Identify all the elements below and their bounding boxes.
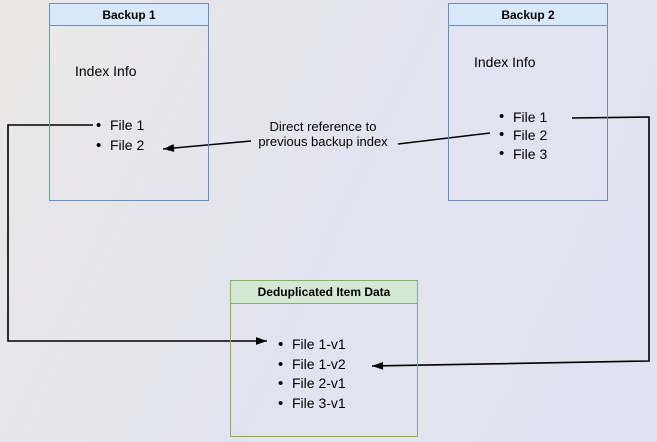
dedup-file-item: File 2-v1 (278, 374, 346, 394)
dedup-file-item: File 1-v2 (278, 355, 346, 375)
edge-label-line2: previous backup index (258, 134, 388, 149)
backup2-file-item: File 2 (499, 126, 547, 145)
backup1-file-list: File 1 File 2 (96, 116, 144, 155)
backup1-title: Backup 1 (50, 4, 208, 26)
backup1-file-item: File 1 (96, 116, 144, 136)
dedup-file-list: File 1-v1 File 1-v2 File 2-v1 File 3-v1 (278, 335, 346, 414)
edge-label: Direct reference to previous backup inde… (238, 119, 408, 149)
backup2-index-info-label: Index Info (474, 54, 536, 70)
dedup-title: Deduplicated Item Data (231, 281, 417, 304)
backup1-box: Backup 1 (49, 3, 209, 201)
backup2-file-item: File 1 (499, 108, 547, 127)
backup2-file-list: File 1 File 2 File 3 (499, 108, 547, 164)
dedup-file-item: File 1-v1 (278, 335, 346, 355)
dedup-box: Deduplicated Item Data (230, 280, 418, 437)
backup2-box: Backup 2 (448, 3, 608, 201)
dedup-file-item: File 3-v1 (278, 394, 346, 414)
backup2-file-item: File 3 (499, 145, 547, 164)
edge-label-line1: Direct reference to (269, 119, 377, 134)
backup1-file-item: File 2 (96, 136, 144, 156)
backup1-index-info-label: Index Info (75, 63, 137, 79)
backup2-title: Backup 2 (449, 4, 607, 26)
